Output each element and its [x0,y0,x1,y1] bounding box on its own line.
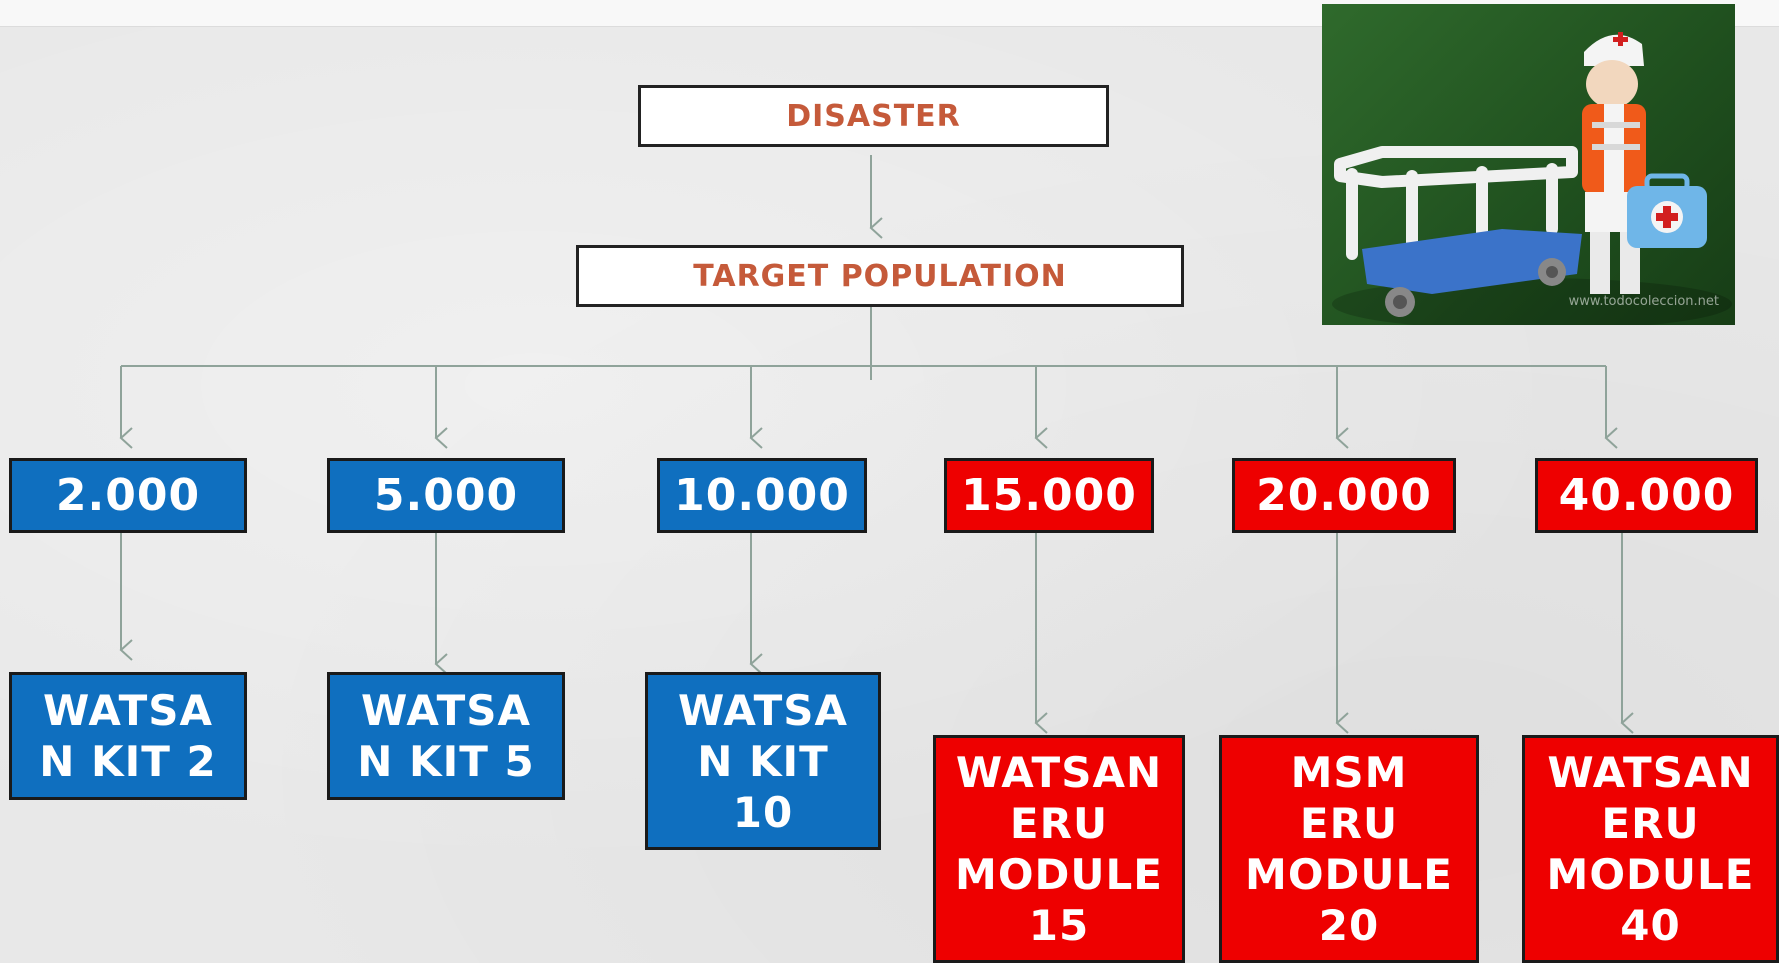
kit-label: MSM ERU MODULE 20 [1245,748,1453,950]
watsan-kit-10-box: WATSA N KIT 10 [645,672,881,850]
population-box-15000: 15.000 [944,458,1154,533]
target-population-label: TARGET POPULATION [693,258,1067,294]
kit-label: WATSA N KIT 5 [357,686,535,786]
kit-label: WATSAN ERU MODULE 15 [955,748,1163,950]
watsan-kit-5-box: WATSA N KIT 5 [327,672,565,800]
population-box-2000: 2.000 [9,458,247,533]
population-value: 40.000 [1558,470,1735,521]
population-value: 10.000 [674,470,850,521]
watsan-kit-2-box: WATSA N KIT 2 [9,672,247,800]
photo-watermark: www.todocoleccion.net [1568,294,1719,309]
watsan-eru-module-40-box: WATSAN ERU MODULE 40 [1522,735,1779,963]
watsan-eru-module-15-box: WATSAN ERU MODULE 15 [933,735,1185,963]
kit-label: WATSAN ERU MODULE 40 [1546,748,1755,950]
msm-eru-module-20-box: MSM ERU MODULE 20 [1219,735,1479,963]
population-value: 5.000 [373,470,519,521]
target-population-box: TARGET POPULATION [576,245,1184,307]
disaster-box: DISASTER [638,85,1109,147]
population-box-20000: 20.000 [1232,458,1456,533]
population-value: 20.000 [1256,470,1432,521]
population-box-5000: 5.000 [327,458,565,533]
red-cross-medic-photo: www.todocoleccion.net [1322,4,1735,325]
kit-label: WATSA N KIT 10 [677,685,849,837]
medic-figure-illustration [1332,32,1732,325]
kit-label: WATSA N KIT 2 [39,686,217,786]
population-value: 2.000 [55,470,201,521]
population-box-10000: 10.000 [657,458,867,533]
population-box-40000: 40.000 [1535,458,1758,533]
disaster-label: DISASTER [786,98,961,134]
population-value: 15.000 [961,470,1137,521]
